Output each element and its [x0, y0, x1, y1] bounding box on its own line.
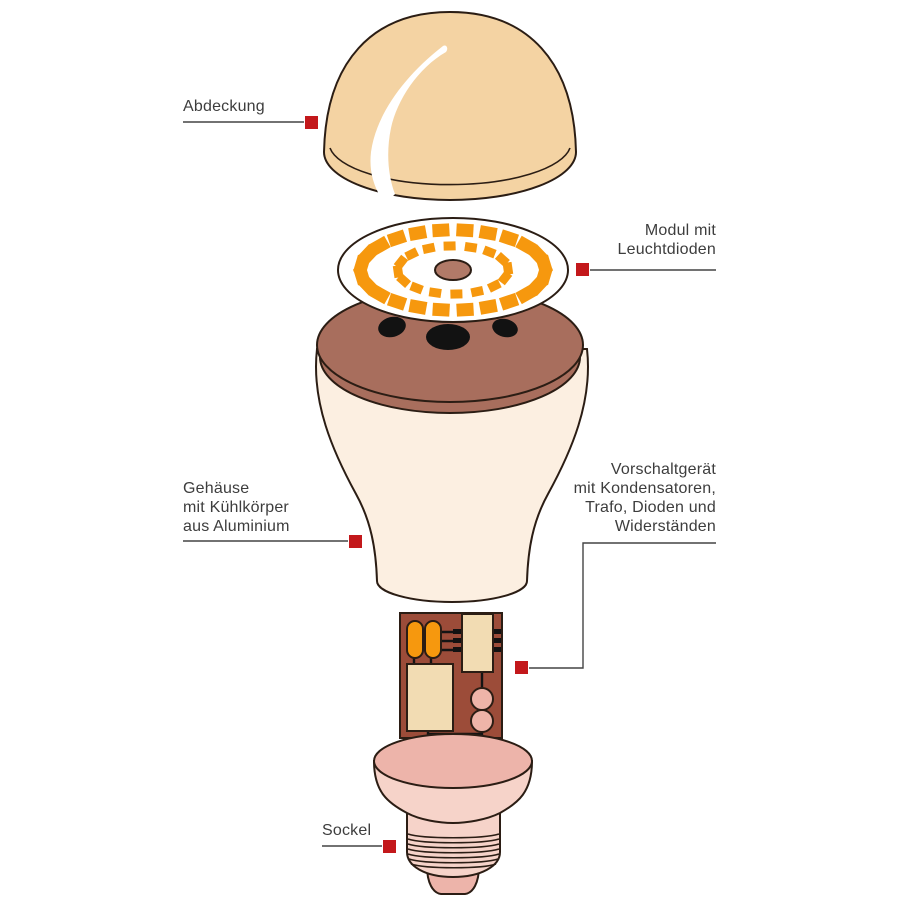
led-chip [486, 279, 502, 293]
screw-base [372, 733, 534, 895]
screw-thread [407, 848, 500, 854]
led-chip [515, 284, 537, 305]
transformer-pin [453, 629, 463, 634]
dome-cover [322, 10, 578, 201]
label-line: Abdeckung [183, 98, 265, 115]
annotations [183, 116, 716, 853]
label-line: Leuchtdioden [617, 241, 716, 258]
dome-rim-line [329, 147, 571, 186]
led-chip [409, 281, 424, 295]
led-chip [369, 235, 391, 256]
board-wires [412, 630, 484, 736]
capacitor-1 [406, 620, 424, 659]
led-chip [443, 241, 456, 251]
solder-pad-2 [470, 709, 494, 733]
led-chip [428, 287, 442, 299]
vent-hole-left [378, 316, 406, 338]
led-chip [498, 292, 520, 311]
screw-thread [407, 843, 500, 849]
leader-vorschaltgeraet [529, 542, 716, 669]
transformer-pin [453, 638, 463, 643]
vent-hole-right [492, 318, 518, 338]
screw-thread [407, 838, 500, 844]
led-module [337, 217, 569, 323]
led-chip [478, 298, 498, 315]
bulb-body [315, 348, 589, 603]
label-modul: Modul mit Leuchtdioden [618, 221, 717, 259]
led-ring-outer [353, 223, 553, 317]
label-line: Vorschaltgerät [610, 461, 716, 478]
marker-modul [576, 263, 589, 276]
transformer-pin [491, 629, 501, 634]
screw-thread [410, 863, 497, 869]
led-chip [478, 225, 498, 241]
screw-thread [407, 853, 500, 859]
marker-gehaeuse [349, 535, 362, 548]
led-chip [498, 229, 520, 248]
label-sockel: Sockel [322, 821, 371, 840]
led-chip [386, 229, 408, 248]
dome-highlight [370, 45, 448, 198]
label-vorschaltgeraet: Vorschaltgerät mit Kondensatoren, Trafo,… [574, 460, 716, 536]
led-chip [450, 289, 463, 299]
transformer-pin [491, 638, 501, 643]
label-line: Trafo, Dioden und [585, 499, 716, 516]
label-line: mit Kühlkörper [183, 499, 289, 516]
marker-abdeckung [305, 116, 318, 129]
label-gehaeuse: Gehäuse mit Kühlkörper aus Aluminium [183, 479, 290, 536]
led-chip [482, 245, 497, 259]
label-line: Sockel [322, 822, 372, 839]
led-chip [432, 302, 450, 317]
transformer-pin [453, 647, 463, 652]
marker-vorschaltgeraet [515, 661, 528, 674]
led-chip [404, 247, 420, 261]
led-chip [432, 223, 450, 238]
solder-pad-1 [470, 687, 494, 711]
base-top [373, 733, 533, 789]
label-line: mit Kondensatoren, [573, 480, 716, 497]
transformer-pin [491, 647, 501, 652]
marker-sockel [383, 840, 396, 853]
label-line: Widerständen [614, 518, 716, 535]
capacitor-2 [424, 620, 442, 659]
led-chip [386, 292, 408, 311]
led-chip [393, 254, 409, 270]
screw-thread [408, 858, 499, 864]
center-hole [434, 259, 472, 281]
led-ring-inner [392, 241, 514, 299]
transformer [461, 613, 494, 673]
label-abdeckung: Abdeckung [183, 97, 265, 116]
led-chip [456, 302, 474, 317]
vent-hole-center [426, 324, 470, 350]
led-chip [421, 242, 436, 255]
led-chip [464, 241, 478, 253]
screw-thread [407, 833, 500, 839]
label-line: Modul mit [644, 222, 716, 239]
led-chip [502, 261, 514, 276]
driver-board [399, 612, 503, 739]
label-line: aus Aluminium [183, 518, 290, 535]
label-line: Gehäuse [183, 480, 250, 497]
ic-block [406, 663, 454, 732]
led-chip [408, 299, 428, 315]
led-chip [535, 254, 553, 275]
led-chip [408, 225, 428, 242]
bulb-housing [315, 287, 589, 603]
led-chip [456, 223, 474, 238]
led-chip [470, 285, 485, 298]
